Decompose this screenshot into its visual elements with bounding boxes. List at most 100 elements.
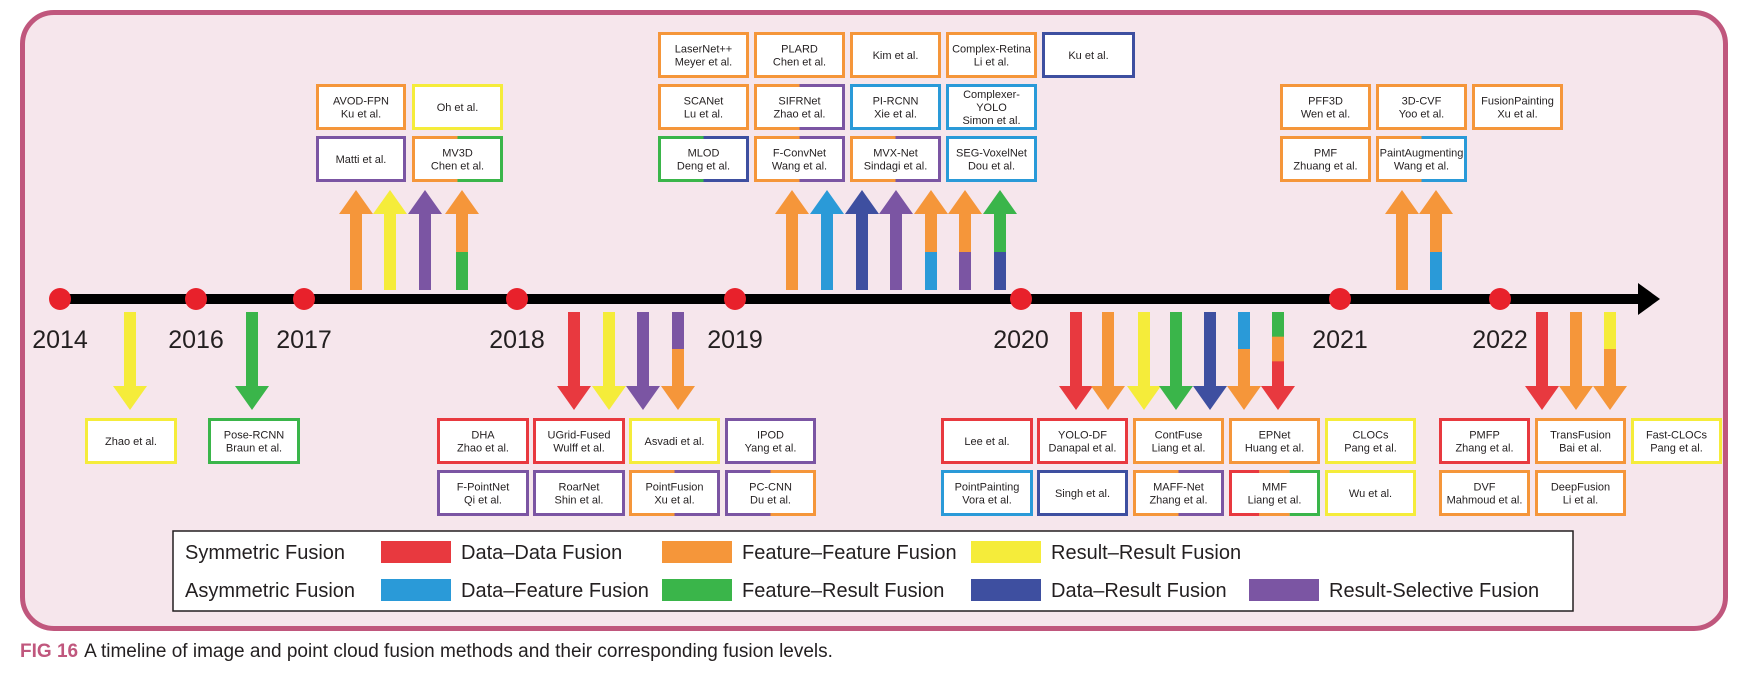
- up-arrow-segment-6-0: [856, 214, 868, 290]
- method-box-text: Yang et al.: [745, 443, 797, 455]
- method-box-border-left: [658, 136, 661, 182]
- method-box-bg: [412, 136, 503, 182]
- fusion-arrows: [113, 190, 1627, 410]
- method-box-text: Huang et al.: [1245, 443, 1304, 455]
- method-box-border-left: [1229, 418, 1232, 464]
- method-box-border-left: [629, 470, 632, 516]
- method-box-bg: [629, 470, 720, 516]
- method-box-border-top: [1178, 470, 1224, 473]
- up-arrow-head-2: [408, 190, 442, 214]
- year-marker-2020: [1010, 288, 1032, 310]
- legend-swatch-dd: [381, 541, 451, 563]
- method-box-border-top: [1472, 84, 1563, 87]
- method-box-text: Pose-RCNN: [224, 430, 285, 442]
- legend-label-fr: Feature–Result Fusion: [742, 580, 944, 602]
- method-box-text: Zhao et al.: [774, 109, 826, 121]
- up-arrow-segment-5-0: [821, 214, 833, 290]
- method-box: Kim et al.: [850, 32, 941, 78]
- method-box-text: Matti et al.: [336, 154, 387, 166]
- method-box-bg: [1280, 136, 1371, 182]
- down-arrow-head-3: [592, 386, 626, 410]
- method-box-bg: [850, 136, 941, 182]
- year-marker-2014: [49, 288, 71, 310]
- method-box-border-right: [842, 136, 845, 182]
- down-arrow-segment-13-0: [1536, 312, 1548, 387]
- down-arrow-segment-11-1: [1238, 349, 1250, 387]
- method-box-border-top: [1535, 418, 1626, 421]
- up-arrow-head-5: [810, 190, 844, 214]
- method-box-text: Wen et al.: [1301, 109, 1350, 121]
- up-arrow-segment-11-0: [1396, 214, 1408, 290]
- up-arrow-head-10: [983, 190, 1017, 214]
- method-box-text: PC-CNN: [749, 482, 792, 494]
- method-box-border-bottom: [703, 179, 749, 182]
- up-arrow-segment-8-0: [925, 214, 937, 253]
- down-arrow-segment-11-0: [1238, 312, 1250, 350]
- method-box-border-bottom: [85, 461, 177, 464]
- down-arrow-segment-7-0: [1102, 312, 1114, 387]
- method-box-border-top: [437, 418, 529, 421]
- method-box-text: PaintAugmenting: [1380, 148, 1464, 160]
- method-box-border-right: [622, 418, 625, 464]
- down-arrow-head-13: [1525, 386, 1559, 410]
- method-box-border-left: [316, 84, 319, 130]
- method-box-text: YOLO-DF: [1058, 430, 1107, 442]
- method-box-bg: [1535, 418, 1626, 464]
- method-box-text: SCANet: [684, 96, 724, 108]
- down-arrow-segment-10-0: [1204, 312, 1216, 387]
- up-arrow-head-6: [845, 190, 879, 214]
- method-box-text: Xu et al.: [654, 495, 694, 507]
- method-box: Wu et al.: [1325, 470, 1416, 516]
- method-box-bg: [1229, 470, 1320, 516]
- method-box-border-top: [629, 470, 675, 473]
- year-label-2021: 2021: [1312, 326, 1368, 354]
- method-box-text: Meyer et al.: [675, 57, 732, 69]
- method-box-border-bottom: [629, 513, 675, 516]
- method-box-text: Yoo et al.: [1399, 109, 1444, 121]
- method-box-border-right: [174, 418, 177, 464]
- up-arrow-head-12: [1419, 190, 1453, 214]
- legend-swatch-fr: [662, 579, 732, 601]
- method-box-border-left: [1376, 136, 1379, 182]
- method-box-border-top: [533, 418, 625, 421]
- method-box-bg: [725, 470, 816, 516]
- method-box-text: IPOD: [757, 430, 784, 442]
- up-arrow-head-9: [948, 190, 982, 214]
- method-box: Matti et al.: [316, 136, 406, 182]
- year-marker-2017: [293, 288, 315, 310]
- method-box-border-top: [1439, 470, 1530, 473]
- year-label-2022: 2022: [1472, 326, 1528, 354]
- method-box-border-left: [316, 136, 319, 182]
- method-box-border-left: [1439, 418, 1442, 464]
- legend-swatch-rs: [1249, 579, 1319, 601]
- method-box-bg: [946, 84, 1037, 130]
- method-box-text: Zhuang et al.: [1293, 161, 1357, 173]
- method-box-border-top: [316, 136, 406, 139]
- method-box-border-bottom: [412, 127, 503, 130]
- down-arrow-head-6: [1059, 386, 1093, 410]
- method-box-border-left: [1133, 418, 1136, 464]
- method-box-text: ContFuse: [1155, 430, 1203, 442]
- method-box-text: MLOD: [688, 148, 720, 160]
- method-box-bg: [1439, 470, 1530, 516]
- down-arrow-head-0: [113, 386, 147, 410]
- method-box-border-bottom: [412, 179, 458, 182]
- method-box-text: Ku et al.: [1068, 50, 1108, 62]
- down-arrow-segment-3-0: [603, 312, 615, 387]
- year-label-2014: 2014: [32, 326, 88, 354]
- method-box-text: Dou et al.: [968, 161, 1015, 173]
- method-box-border-top: [799, 136, 845, 139]
- method-box-border-right: [1317, 418, 1320, 464]
- method-box-border-top: [1280, 84, 1371, 87]
- legend-label-dr: Data–Result Fusion: [1051, 580, 1227, 602]
